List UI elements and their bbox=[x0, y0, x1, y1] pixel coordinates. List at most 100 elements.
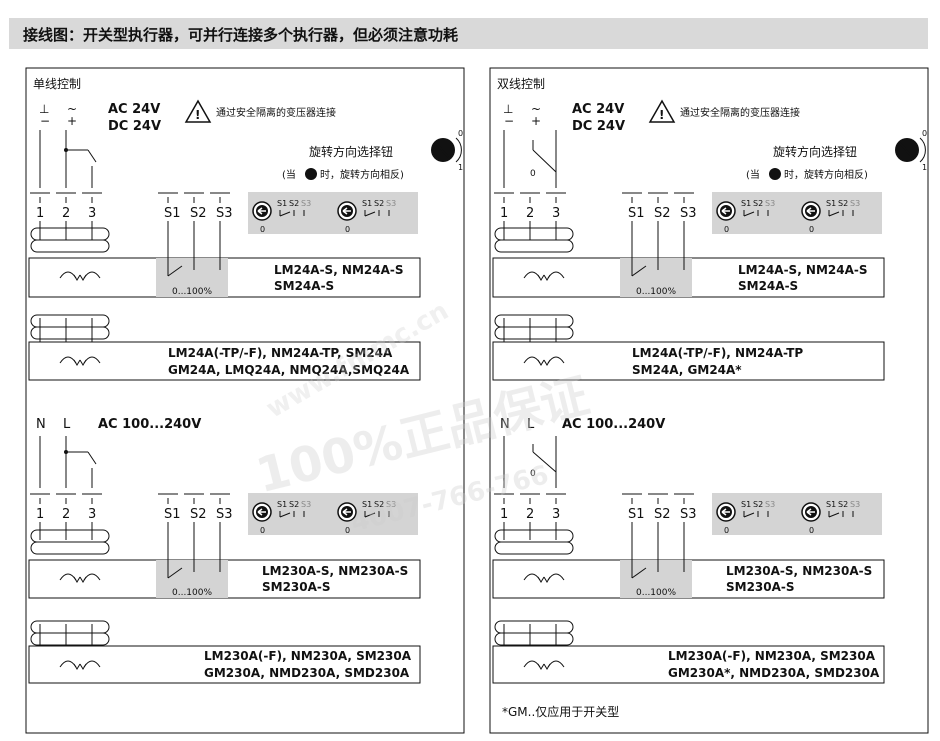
panel-title: 单线控制 bbox=[33, 77, 81, 91]
knob-arrow-icon bbox=[342, 508, 351, 516]
knob-arrow-icon bbox=[257, 508, 266, 516]
tilde-symbol: ~ bbox=[67, 102, 77, 116]
cable-oval bbox=[494, 620, 574, 634]
terminal-label: 3 bbox=[88, 206, 96, 221]
knob-zero-label: 0 bbox=[809, 225, 814, 234]
n-label: N bbox=[500, 417, 510, 432]
terminal-label: 2 bbox=[526, 206, 534, 221]
box3-line2: SM230A-S bbox=[262, 580, 331, 594]
switch-zero-label: 0 bbox=[530, 469, 536, 479]
actuator-box-2 bbox=[28, 341, 421, 381]
arrow-head-icon bbox=[73, 274, 81, 281]
knob-arrow-icon bbox=[721, 508, 730, 516]
arrow-head-icon bbox=[543, 274, 551, 281]
arrow-head-icon bbox=[543, 663, 551, 670]
knob-zero-label: 0 bbox=[724, 225, 729, 234]
box4-line2: GM230A*, NMD230A, SMD230A bbox=[668, 666, 880, 680]
knob-zero-label: 0 bbox=[345, 526, 350, 535]
rotation-zero-label: 0 bbox=[922, 129, 927, 138]
terminal-label: S3 bbox=[216, 507, 233, 522]
rotation-note-suffix: 时，旋转方向相反) bbox=[784, 168, 868, 181]
terminal-label: 1 bbox=[36, 206, 44, 221]
s3-small-label: S3 bbox=[301, 199, 311, 208]
terminal-label: 2 bbox=[62, 206, 70, 221]
terminal-label: 3 bbox=[552, 206, 560, 221]
rotation-cw-arrow bbox=[523, 660, 541, 668]
contact-line bbox=[743, 512, 755, 518]
warning-icon bbox=[184, 99, 212, 123]
ac-24v-label: AC 24V bbox=[108, 102, 160, 117]
contact-line bbox=[279, 211, 291, 217]
panel-title: 双线控制 bbox=[497, 77, 545, 91]
rotation-cw-arrow bbox=[523, 356, 541, 364]
knob-zero-label: 0 bbox=[724, 526, 729, 535]
range-wire bbox=[631, 265, 647, 277]
header-bar: 接线图：开关型执行器，可并行连接多个执行器，但必须注意功耗 bbox=[9, 18, 928, 49]
terminal-label: S2 bbox=[654, 507, 671, 522]
actuator-box-2 bbox=[492, 341, 885, 381]
panel-frame bbox=[489, 67, 929, 734]
cable-oval bbox=[30, 632, 110, 646]
range-label: 0...100% bbox=[172, 287, 212, 297]
s3-small-label: S3 bbox=[386, 199, 396, 208]
terminal-label: S1 bbox=[628, 206, 645, 221]
cable-oval bbox=[494, 326, 574, 340]
contact-line bbox=[364, 211, 376, 217]
rotation-knob-slot bbox=[435, 142, 449, 158]
contact-line bbox=[279, 512, 291, 518]
knob-arrow-icon bbox=[806, 508, 815, 516]
terminal-label: 1 bbox=[500, 507, 508, 522]
box1-line1: LM24A-S, NM24A-S bbox=[274, 263, 404, 277]
s2-small-label: S2 bbox=[289, 500, 299, 509]
rotation-cw-arrow bbox=[523, 573, 541, 581]
contact-line bbox=[743, 211, 755, 217]
rotation-zero-label: 0 bbox=[458, 129, 463, 138]
s2-small-label: S2 bbox=[838, 199, 848, 208]
s1-small-label: S1 bbox=[362, 500, 372, 509]
rotation-arc-icon bbox=[455, 137, 462, 163]
box3-line1: LM230A-S, NM230A-S bbox=[726, 564, 872, 578]
mini-knob-icon bbox=[305, 168, 317, 180]
rotation-note-prefix: (当 bbox=[282, 168, 296, 181]
box4-line2: GM230A, NMD230A, SMD230A bbox=[204, 666, 410, 680]
terminal-label: 1 bbox=[500, 206, 508, 221]
knob-arrow-icon bbox=[721, 207, 730, 215]
arrow-head-icon bbox=[73, 663, 81, 670]
n-label: N bbox=[36, 417, 46, 432]
contact-line bbox=[364, 512, 376, 518]
cable-oval bbox=[30, 620, 110, 634]
arrow-head-icon bbox=[79, 274, 87, 281]
cable-oval bbox=[494, 314, 574, 328]
panel-frame bbox=[25, 67, 465, 734]
l-label: L bbox=[527, 417, 535, 432]
s3-small-label: S3 bbox=[301, 500, 311, 509]
l-label: L bbox=[63, 417, 71, 432]
minus-symbol: − bbox=[40, 114, 50, 128]
s1-small-label: S1 bbox=[741, 199, 751, 208]
warning-icon bbox=[648, 99, 676, 123]
range-label: 0...100% bbox=[636, 588, 676, 598]
rotation-note-suffix: 时，旋转方向相反) bbox=[320, 168, 404, 181]
s2-small-label: S2 bbox=[374, 199, 384, 208]
rotation-knob-slot bbox=[899, 142, 913, 158]
s3-small-label: S3 bbox=[850, 199, 860, 208]
actuator-box-4 bbox=[492, 645, 885, 684]
arrow-head-icon bbox=[79, 576, 87, 583]
rotation-ccw-arrow bbox=[547, 573, 565, 581]
terminal-label: S2 bbox=[654, 206, 671, 221]
rotation-arc-icon bbox=[919, 137, 926, 163]
knob-arrow-icon bbox=[257, 207, 266, 215]
cable-oval bbox=[30, 314, 110, 328]
warning-mark-icon: ! bbox=[195, 108, 200, 122]
rotation-ccw-arrow bbox=[547, 271, 565, 279]
range-wire bbox=[167, 265, 183, 277]
arrow-head-icon bbox=[73, 359, 81, 366]
s3-small-label: S3 bbox=[765, 500, 775, 509]
rotation-title: 旋转方向选择钮 bbox=[773, 144, 857, 159]
rotation-ccw-arrow bbox=[547, 660, 565, 668]
arrow-head-icon bbox=[79, 663, 87, 670]
mini-knob-icon bbox=[769, 168, 781, 180]
